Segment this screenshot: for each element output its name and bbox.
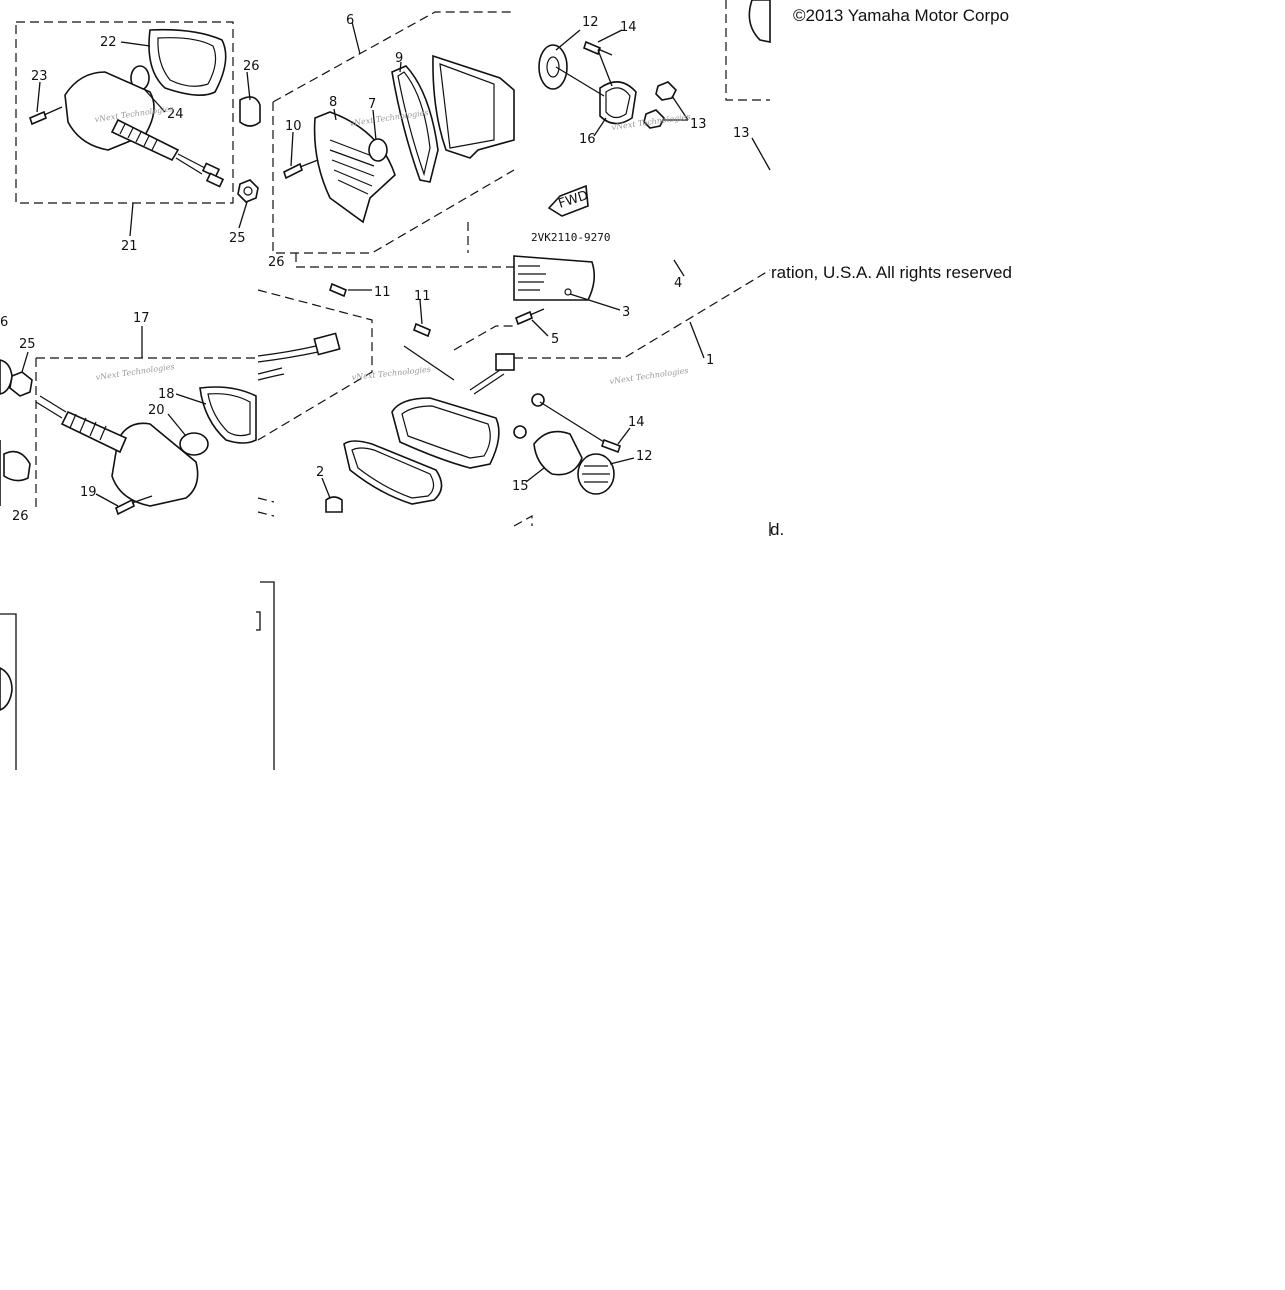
callout-13-a: 13 [690, 117, 707, 132]
callout-17: 17 [133, 311, 150, 326]
callout-13-b: 13 [733, 126, 750, 141]
copyright-line-1: ©2013 Yamaha Motor Corpo [793, 6, 1010, 25]
callout-4: 4 [674, 276, 682, 291]
callout-25-a: 25 [229, 231, 246, 246]
copyright-line-2: ration, U.S.A. All rights reserved [771, 263, 1012, 282]
callout-11-b: 11 [414, 289, 431, 304]
callout-21: 21 [121, 239, 138, 254]
callout-12-b: 12 [636, 449, 653, 464]
callout-7: 7 [368, 97, 376, 112]
tile-front-turn-signal: 22 23 24 26 25 21 vNext Technologies [15, 21, 261, 254]
callout-15: 15 [512, 479, 529, 494]
callout-8: 8 [329, 95, 337, 110]
callout-26-a: 26 [243, 59, 260, 74]
callout-5: 5 [551, 332, 559, 347]
callout-23: 23 [31, 69, 48, 84]
callout-14-a: 14 [620, 20, 637, 35]
callout-19: 19 [80, 485, 97, 500]
callout-26-c: 26 [12, 509, 29, 524]
callout-14-b: 14 [628, 415, 645, 430]
watermark: vNext Technologies [351, 365, 431, 382]
copyright-line-3: d. [770, 520, 785, 539]
callout-6-a: 6 [346, 13, 354, 28]
tile-tail-light: 6 9 8 7 10 26 vNext Technologies [268, 11, 515, 270]
callout-12-a: 12 [582, 15, 599, 30]
callout-16: 16 [579, 132, 596, 147]
callout-2: 2 [316, 465, 324, 480]
tile-rear-turn-signal: 17 25 6 18 20 19 26 vNext Technologies [0, 311, 257, 524]
callout-24: 24 [167, 107, 184, 122]
callout-9: 9 [395, 51, 403, 66]
fwd-arrow-icon [547, 184, 589, 217]
watermark: vNext Technologies [609, 366, 689, 386]
callout-6-b: 6 [0, 315, 8, 330]
callout-1: 1 [706, 353, 714, 368]
part-number: 2VK2110-9270 [531, 231, 610, 244]
callout-20: 20 [148, 403, 165, 418]
tile-wire-harness: 11 11 2 vNext Technologies [257, 282, 515, 517]
tile-rear-reflector: 3 5 4 1 14 12 15 vNext Technologies [512, 255, 771, 527]
callout-22: 22 [100, 35, 117, 50]
tile-far-right-top: 13 [725, 0, 771, 171]
callout-10: 10 [285, 119, 302, 134]
callout-3: 3 [622, 305, 630, 320]
callout-11-a: 11 [374, 285, 391, 300]
callout-26-b: 26 [268, 255, 285, 270]
callout-25-b: 25 [19, 337, 36, 352]
watermark: vNext Technologies [95, 362, 175, 382]
callout-18: 18 [158, 387, 175, 402]
tile-lower-fragments [0, 522, 771, 770]
tile-reflector-top: 12 14 13 16 FWD 2VK2110-9270 vNext Techn… [531, 15, 707, 244]
